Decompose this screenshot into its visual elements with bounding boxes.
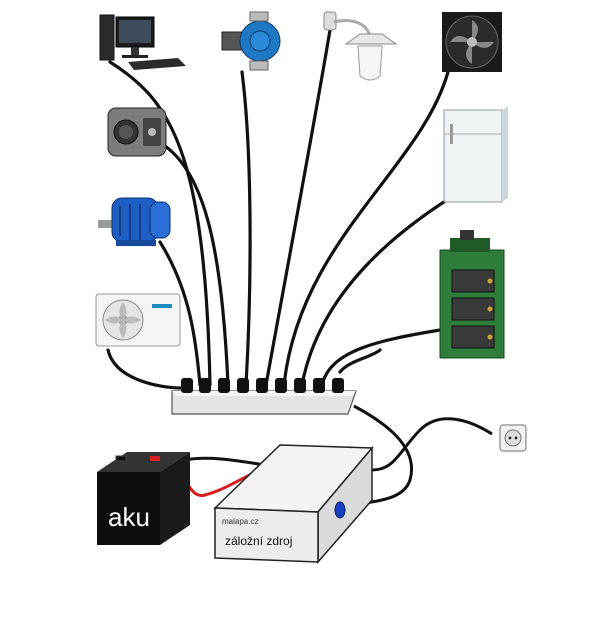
boiler-icon [439,230,505,359]
ups-power-button [334,501,346,519]
wall-socket-icon [499,424,527,452]
wall-lamp-icon [323,11,398,81]
battery-black-lead [184,456,266,467]
cable-computer [108,60,212,387]
cable-lamp [264,28,332,387]
ups-label: záložní zdroj [225,534,292,548]
cable-ac-extra [338,348,382,374]
cable-pump [240,70,252,387]
cable-ac [106,348,184,390]
electric-motor-icon [98,197,171,246]
power-strip-plugs [181,378,344,393]
ups-brand: malapa.cz [222,517,258,526]
desktop-computer-icon [99,14,186,70]
circulation-pump-icon [221,11,281,71]
device-cables [106,28,452,390]
refrigerator-icon [443,106,508,203]
exhaust-fan-icon [442,12,502,72]
cable-ups-to-wall [371,417,493,472]
power-strip [171,378,357,415]
radio-icon [107,107,167,157]
air-conditioner-icon [95,293,181,347]
cable-fridge [300,196,452,387]
ups-box: malapa.cz záložní zdroj [213,444,374,565]
cable-fan [282,70,450,387]
cable-boiler [320,328,442,387]
battery-label: aku [108,502,150,532]
cable-motor [158,240,202,387]
cable-radio [163,144,230,387]
battery-icon: aku [97,452,190,545]
